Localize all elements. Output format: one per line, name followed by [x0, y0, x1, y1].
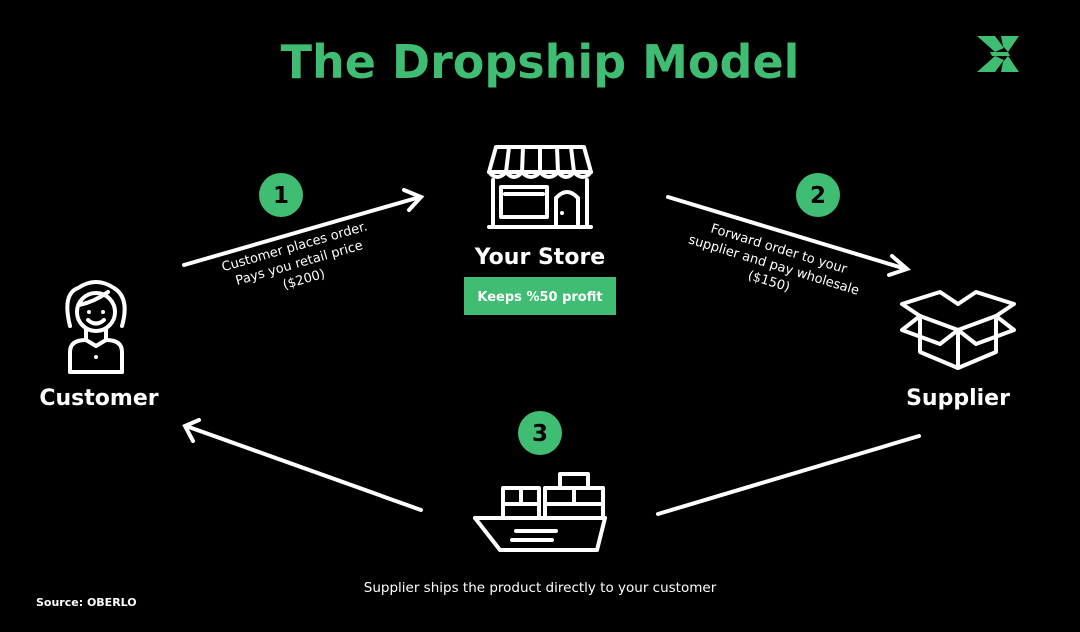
step-1-number: 1	[273, 183, 289, 209]
store-label: Your Store	[474, 245, 605, 270]
step-2-number: 2	[810, 183, 826, 209]
supplier-label: Supplier	[906, 386, 1010, 411]
customer-icon	[65, 280, 127, 374]
line-supplier-to-ship	[656, 434, 921, 516]
arrow-store-to-supplier	[666, 195, 911, 277]
step-2-badge: 2	[796, 173, 840, 217]
storefront-icon	[487, 145, 593, 229]
page-title: The Dropship Model	[281, 35, 800, 89]
step-3-caption: Supplier ships the product directly to y…	[364, 580, 717, 596]
profit-badge-text: Keeps %50 profit	[477, 290, 602, 305]
step-3-badge: 3	[518, 411, 562, 455]
arrow-ship-to-customer	[182, 418, 423, 512]
brand-logo-icon	[977, 36, 1019, 72]
step-3-number: 3	[532, 421, 548, 447]
box-icon	[900, 290, 1016, 370]
customer-label: Customer	[39, 386, 158, 411]
profit-badge: Keeps %50 profit	[464, 277, 616, 315]
step-1-badge: 1	[259, 173, 303, 217]
ship-icon	[473, 472, 607, 552]
arrow-customer-to-store	[182, 188, 425, 267]
source-credit: Source: OBERLO	[36, 596, 137, 609]
